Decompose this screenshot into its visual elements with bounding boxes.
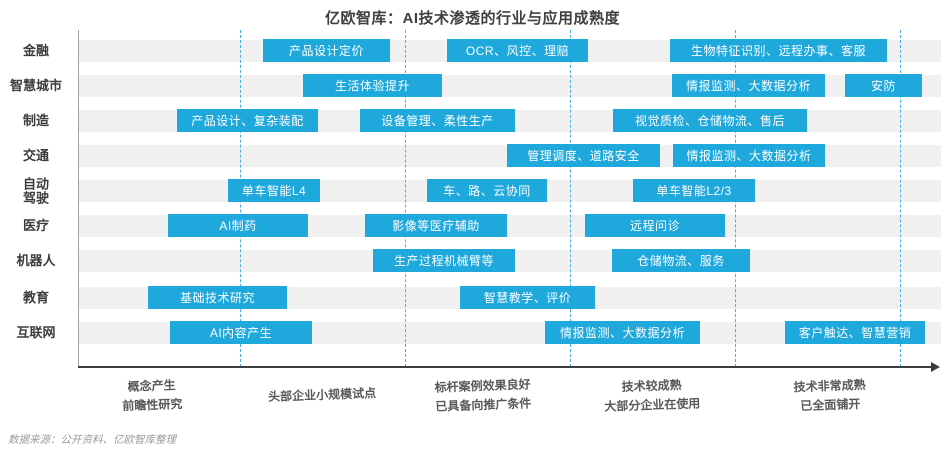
- chart-box: 影像等医疗辅助: [365, 214, 507, 237]
- x-axis-line: [78, 366, 933, 368]
- stage-gridline: [570, 30, 571, 367]
- chart-box: 产品设计定价: [263, 39, 390, 62]
- chart-box: 情报监测、大数据分析: [545, 321, 700, 344]
- stage-gridline: [900, 30, 901, 367]
- chart-box: 生物特征识别、远程办事、客服: [670, 39, 887, 62]
- row-label: 机器人: [16, 253, 56, 269]
- stage-gridline: [405, 30, 406, 367]
- chart-box: AI制药: [168, 214, 308, 237]
- y-axis-line: [78, 30, 79, 367]
- data-source-note: 数据来源：公开资料、亿欧智库整理: [8, 434, 176, 446]
- x-axis-stage-label: 技术非常成熟 已全面铺开: [793, 377, 866, 413]
- row-label: 交通: [22, 148, 49, 164]
- row-label: 智慧城市: [9, 78, 62, 94]
- chart-box: 设备管理、柔性生产: [360, 109, 515, 132]
- row-label: 金融: [22, 43, 49, 59]
- chart-title: 亿欧智库：AI技术渗透的行业与应用成熟度: [324, 10, 620, 27]
- chart-box: 单车智能L4: [228, 179, 320, 202]
- chart-box: 视觉质检、仓储物流、售后: [613, 109, 807, 132]
- x-axis-stage-label: 技术较成熟 大部分企业在使用: [604, 377, 701, 414]
- chart-box: 远程问诊: [585, 214, 725, 237]
- chart-box: 基础技术研究: [148, 286, 287, 309]
- row-label: 医疗: [22, 218, 49, 234]
- chart-box: 车、路、云协同: [427, 179, 547, 202]
- chart-box: 智慧教学、评价: [460, 286, 595, 309]
- row-label: 互联网: [16, 325, 56, 341]
- row-label: 制造: [22, 113, 49, 129]
- row-label: 教育: [22, 290, 49, 306]
- x-axis-arrow-icon: [931, 362, 940, 372]
- chart-box: 产品设计、复杂装配: [177, 109, 318, 132]
- chart-box: 情报监测、大数据分析: [673, 144, 825, 167]
- chart-box: 生产过程机械臂等: [373, 249, 515, 272]
- row-label: 自动 驾驶: [22, 176, 49, 205]
- chart-box: 单车智能L2/3: [633, 179, 755, 202]
- chart-box: 生活体验提升: [303, 74, 442, 97]
- chart-box: OCR、风控、理赔: [447, 39, 588, 62]
- chart-box: 客户触达、智慧营销: [785, 321, 925, 344]
- chart-box: AI内容产生: [170, 321, 312, 344]
- x-axis-stage-label: 标杆案例效果良好 已具备向推广条件: [434, 377, 532, 414]
- x-axis-stage-label: 概念产生 前瞻性研究: [122, 378, 183, 413]
- chart-box: 仓储物流、服务: [612, 249, 750, 272]
- chart-box: 情报监测、大数据分析: [672, 74, 825, 97]
- chart-box: 安防: [845, 74, 922, 97]
- chart-box: 管理调度、道路安全: [507, 144, 660, 167]
